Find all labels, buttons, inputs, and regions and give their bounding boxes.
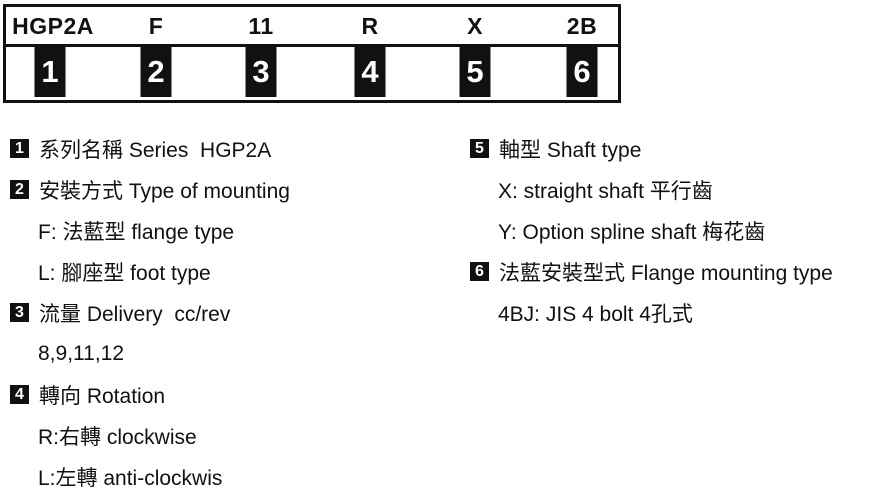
code-segment-shaft: X	[467, 13, 483, 39]
legend-badge-4-icon: 4	[10, 385, 29, 404]
badge-6-icon: 6	[566, 47, 598, 97]
legend-title-flange-mounting: 法藍安裝型式 Flange mounting type	[499, 261, 833, 285]
code-segment-rotation: R	[361, 13, 379, 39]
badge-4-icon: 4	[354, 47, 386, 97]
legend-title-rotation: 轉向 Rotation	[39, 384, 166, 408]
legend-sub-spline-shaft: Y: Option spline shaft 梅花齒	[498, 220, 766, 244]
code-segment-flange: 2B	[566, 13, 598, 39]
legend-sub-jis-4-bolt: 4BJ: JIS 4 bolt 4孔式	[498, 302, 693, 326]
legend-sub-anticlockwise: L:左轉 anti-clockwis	[38, 466, 223, 490]
legend-badge-6-icon: 6	[470, 262, 489, 281]
code-segment-delivery: 11	[248, 13, 274, 39]
legend-item-rotation: 4 轉向 Rotation	[10, 374, 290, 415]
legend-badge-3-icon: 3	[10, 303, 29, 322]
legend-badge-5-icon: 5	[470, 139, 489, 158]
legend-left-column: 1 系列名稱 Series HGP2A 2 安裝方式 Type of mount…	[10, 128, 290, 497]
code-segment-series: HGP2A	[12, 13, 94, 39]
legend-item-series: 1 系列名稱 Series HGP2A	[10, 128, 290, 169]
legend-title-shaft-type: 軸型 Shaft type	[499, 138, 642, 162]
legend-title-series: 系列名稱 Series HGP2A	[39, 138, 272, 162]
legend-right-column: 5 軸型 Shaft type X: straight shaft 平行齒 Y:…	[470, 128, 833, 333]
code-segment-mounting: F	[148, 13, 164, 39]
legend-sub-delivery-values: 8,9,11,12	[38, 341, 125, 365]
badge-2-icon: 2	[140, 47, 172, 97]
legend-title-delivery: 流量 Delivery cc/rev	[39, 302, 231, 326]
legend-badge-2-icon: 2	[10, 180, 29, 199]
legend-sub-clockwise: R:右轉 clockwise	[38, 425, 197, 449]
number-row: 1 2 3 4 5 6	[6, 47, 618, 97]
legend-sub-straight-shaft: X: straight shaft 平行齒	[498, 179, 713, 203]
legend-sub-foot-type: L: 腳座型 foot type	[38, 261, 211, 285]
legend-item-mounting: 2 安裝方式 Type of mounting	[10, 169, 290, 210]
legend-title-mounting: 安裝方式 Type of mounting	[39, 179, 290, 203]
legend-sub-flange-type: F: 法藍型 flange type	[38, 220, 235, 244]
code-row: HGP2A F 11 R X 2B	[6, 7, 618, 47]
badge-5-icon: 5	[459, 47, 491, 97]
badge-3-icon: 3	[245, 47, 277, 97]
legend-item-shaft-type: 5 軸型 Shaft type	[470, 128, 833, 169]
legend-badge-1-icon: 1	[10, 139, 29, 158]
model-code-box: HGP2A F 11 R X 2B 1 2 3 4 5 6	[3, 4, 621, 103]
badge-1-icon: 1	[34, 47, 66, 97]
legend-item-delivery: 3 流量 Delivery cc/rev	[10, 292, 290, 333]
legend-item-flange-mounting: 6 法藍安裝型式 Flange mounting type	[470, 251, 833, 292]
